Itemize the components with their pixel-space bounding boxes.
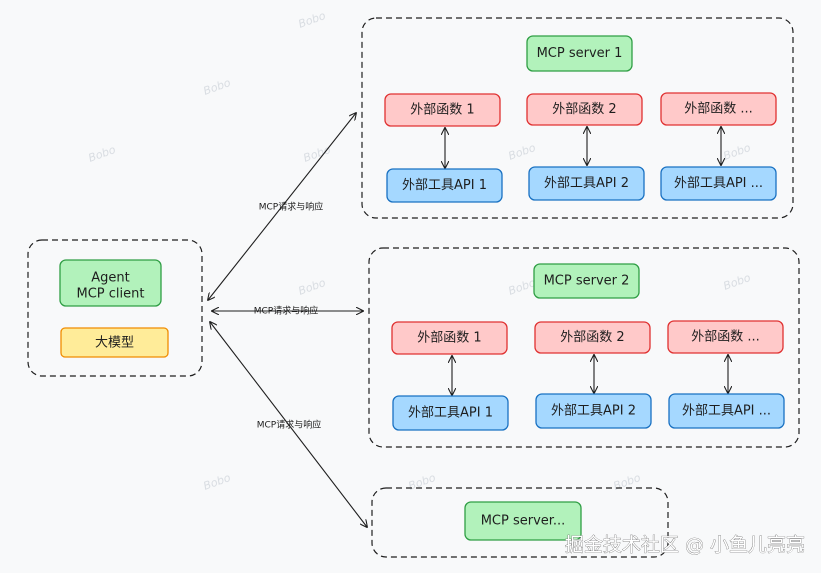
footer-credit: 掘金技术社区 @ 小鱼儿亮亮 xyxy=(565,534,805,556)
server1-function-1-label: 外部函数 1 xyxy=(410,103,474,118)
server2-title: MCP server 2 xyxy=(544,274,630,289)
watermark: Bobo xyxy=(722,141,753,163)
server2-function-1-label: 外部函数 1 xyxy=(417,331,481,346)
server1-title: MCP server 1 xyxy=(537,46,623,61)
watermark: Bobo xyxy=(612,471,643,493)
watermark: Bobo xyxy=(297,9,328,31)
edge-client-server3 xyxy=(210,322,367,527)
server1-function-2 xyxy=(526,93,643,126)
edge-label-server2: MCP请求与响应 xyxy=(254,305,318,317)
server2-function-3-label: 外部函数 ... xyxy=(691,330,760,345)
server1-title-box xyxy=(526,35,633,72)
watermark: Bobo xyxy=(202,471,233,493)
watermark: Bobo xyxy=(202,76,233,98)
server3-title-box xyxy=(464,501,582,541)
server2: MCP server 2 外部函数 1 外部函数 2 外部函数 ... 外部工具… xyxy=(391,263,785,431)
server2-api-2 xyxy=(535,393,652,429)
server1-container xyxy=(361,17,794,219)
server1-api-3 xyxy=(660,166,777,201)
server2-container xyxy=(368,247,800,448)
server1-function-3-label: 外部函数 ... xyxy=(684,102,753,117)
server1-function-2-label: 外部函数 2 xyxy=(552,102,616,117)
server1-api-1 xyxy=(386,168,503,203)
server2-title-box xyxy=(533,263,640,299)
llm-box xyxy=(60,327,169,358)
watermark: Bobo xyxy=(507,276,538,298)
server3: MCP server... xyxy=(464,501,582,541)
watermark: Bobo xyxy=(722,271,753,293)
server3-title: MCP server... xyxy=(481,514,566,529)
server2-function-2 xyxy=(534,321,651,354)
agent-node: Agent MCP client xyxy=(59,259,162,307)
server1-api-2 xyxy=(528,166,645,201)
server3-container xyxy=(371,487,669,558)
agent-label-line1: Agent xyxy=(91,271,129,286)
server2-function-3 xyxy=(667,320,784,354)
edge-label-server1: MCP请求与响应 xyxy=(259,201,323,213)
server2-api-3 xyxy=(668,393,785,429)
server2-function-2-label: 外部函数 2 xyxy=(560,330,624,345)
edge-label-server3: MCP请求与响应 xyxy=(257,419,321,431)
llm-node: 大模型 xyxy=(60,327,169,358)
server1-function-3 xyxy=(660,92,777,126)
server1-function-1 xyxy=(384,93,501,127)
watermark: Bobo xyxy=(507,141,538,163)
server1-api-3-label: 外部工具API ... xyxy=(674,176,763,191)
server2-api-2-label: 外部工具API 2 xyxy=(551,404,636,419)
server2-api-1-label: 外部工具API 1 xyxy=(408,406,493,421)
server2-function-1 xyxy=(391,321,508,355)
edge-client-server1 xyxy=(208,113,356,300)
agent-box xyxy=(59,259,162,307)
watermark: Bobo xyxy=(87,143,118,165)
client-container xyxy=(27,239,203,377)
server2-api-1 xyxy=(392,395,509,431)
watermark: Bobo xyxy=(297,276,328,298)
server1-api-1-label: 外部工具API 1 xyxy=(402,178,487,193)
server1-api-2-label: 外部工具API 2 xyxy=(544,176,629,191)
server2-api-3-label: 外部工具API ... xyxy=(682,404,771,419)
llm-label: 大模型 xyxy=(95,336,134,351)
agent-label-line2: MCP client xyxy=(77,287,145,302)
watermark: Bobo xyxy=(407,471,438,493)
server1: MCP server 1 外部函数 1 外部函数 2 外部函数 ... 外部工具… xyxy=(384,35,777,203)
